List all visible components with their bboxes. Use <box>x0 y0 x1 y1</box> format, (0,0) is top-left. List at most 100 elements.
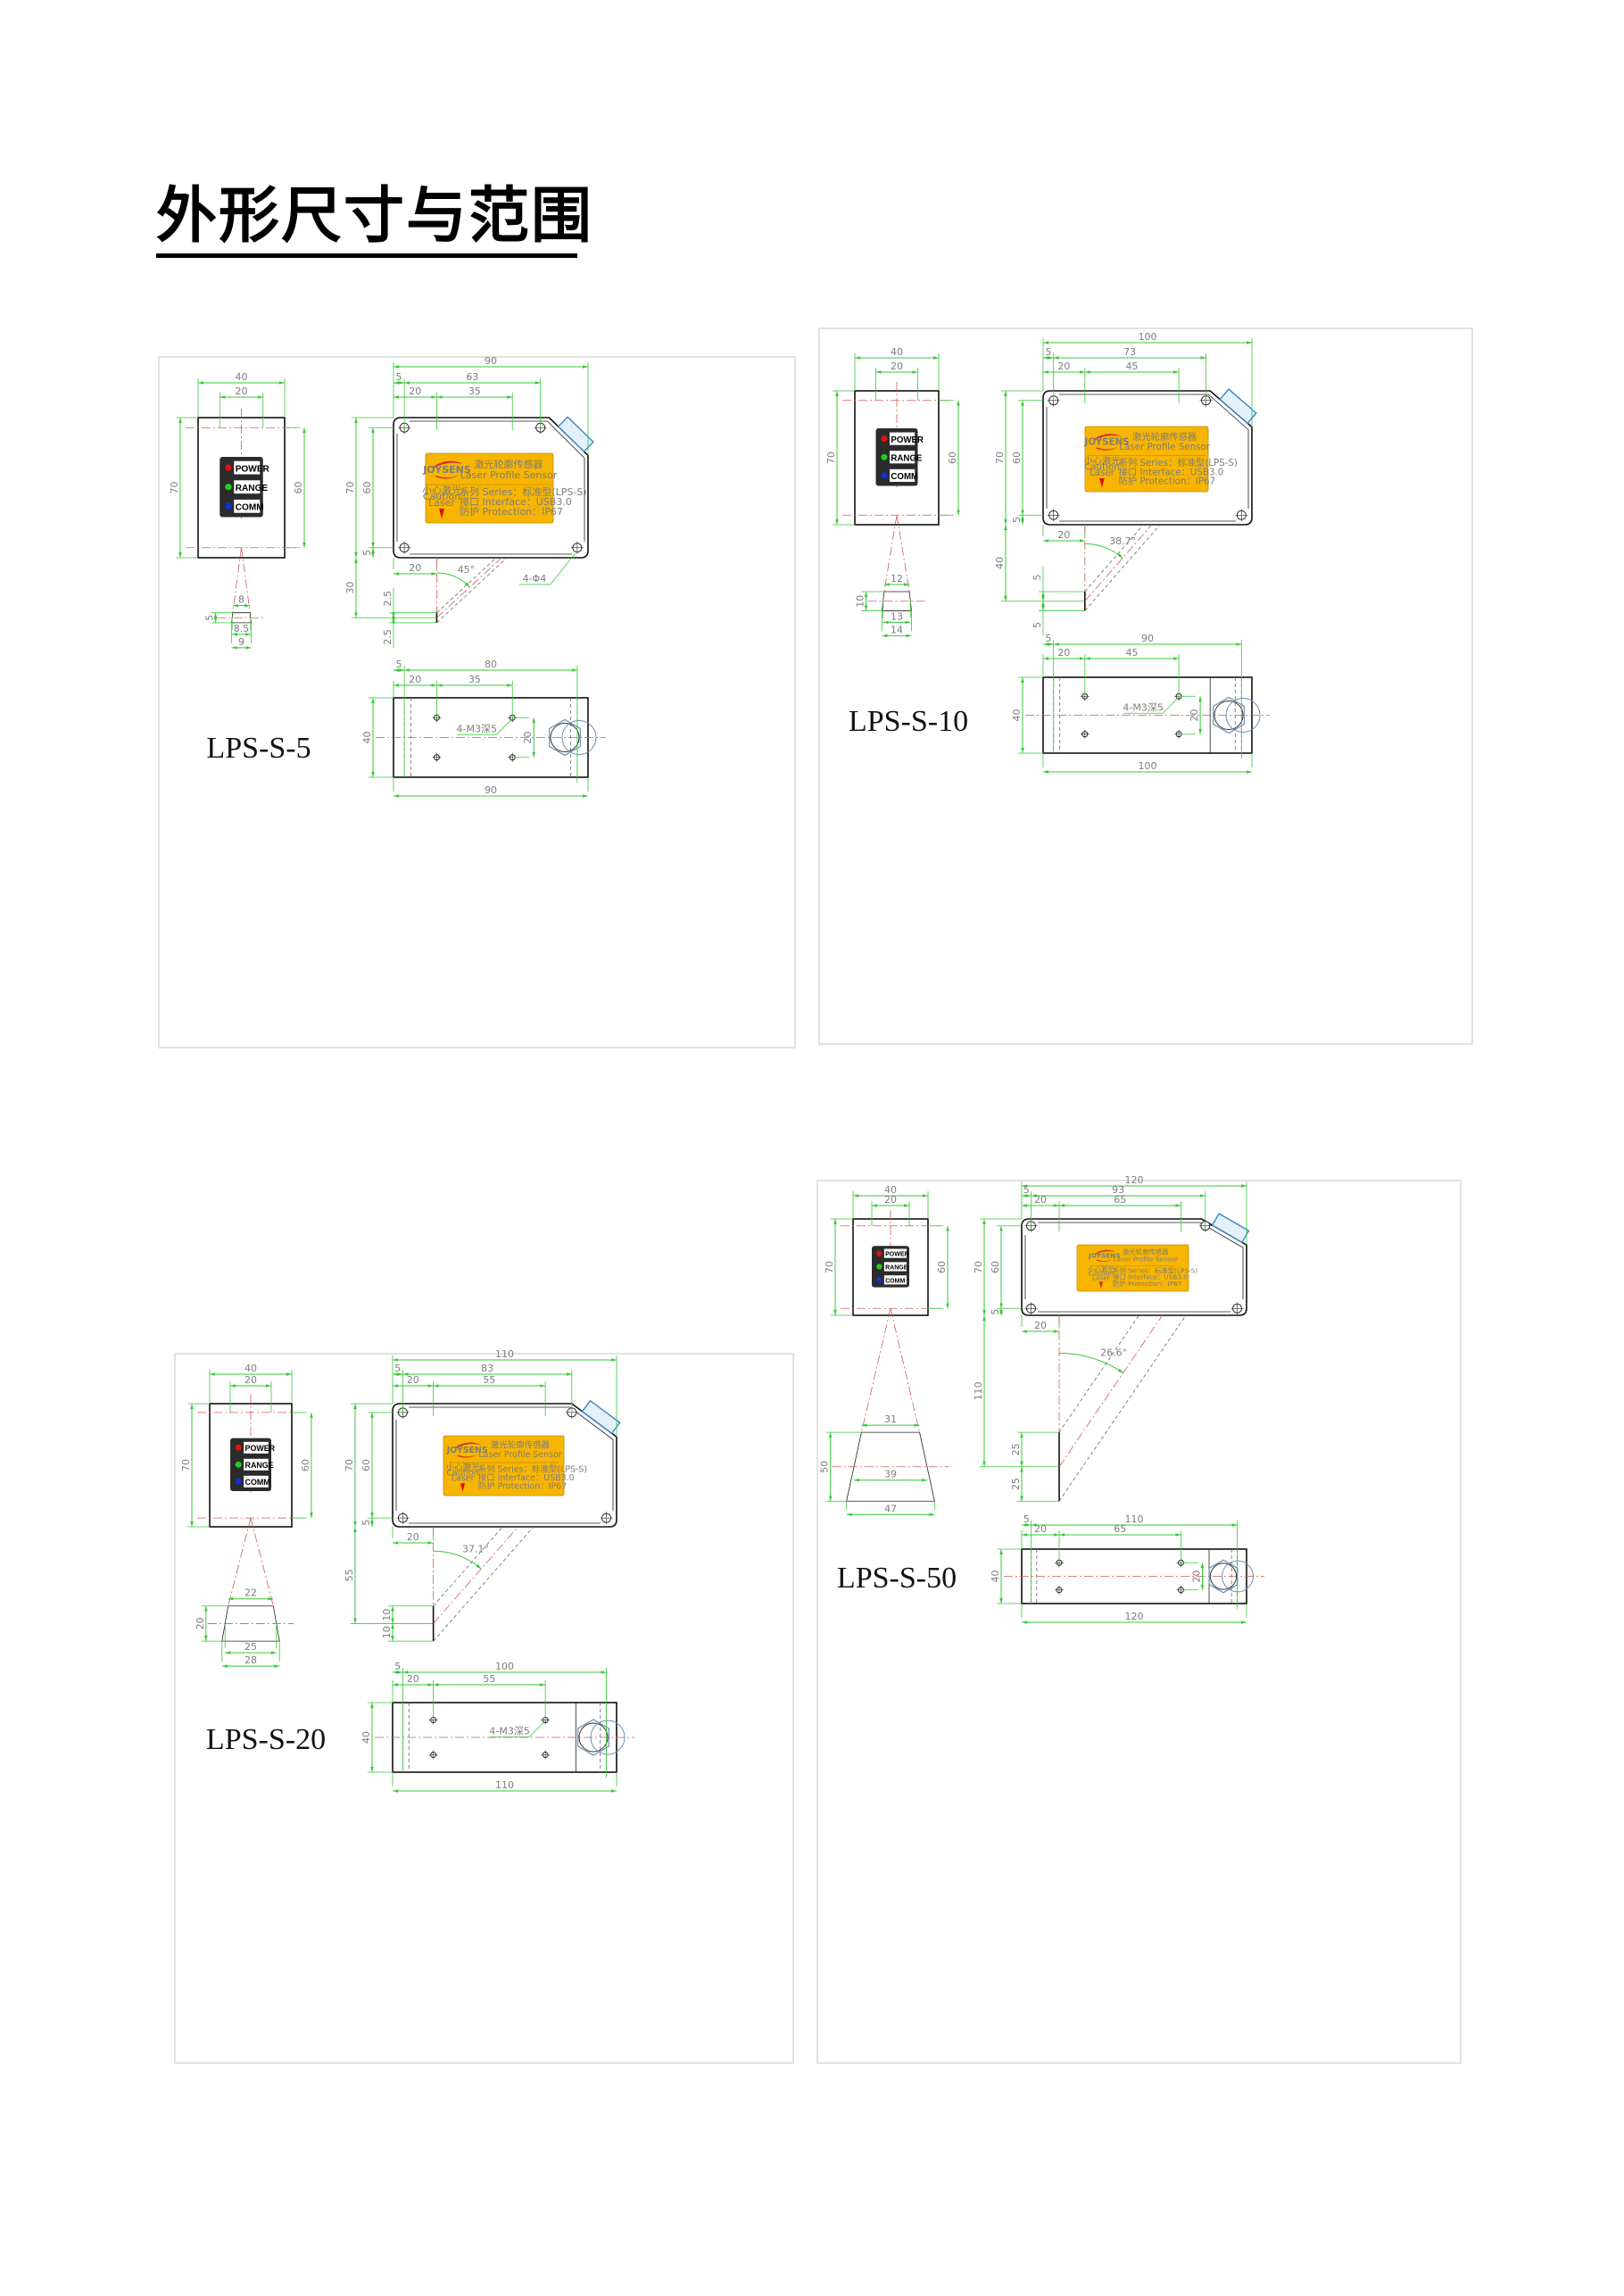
mounting-hole <box>570 541 584 554</box>
bottom-x2-dim-label: 35 <box>468 674 481 685</box>
receiving-beam <box>1058 1314 1187 1502</box>
cable-connector <box>581 1399 621 1435</box>
side-range-b-dim-label: 5 <box>1032 622 1043 628</box>
indicator-label-comm: COMM <box>245 1478 270 1487</box>
plate-title-cn: 激光轮廓传感器 <box>1123 1248 1169 1256</box>
connector-thread <box>578 1722 609 1753</box>
beam-range-dim: 5 <box>204 612 233 624</box>
side-hole-span-dim-label: 93 <box>1112 1184 1124 1196</box>
panel-border <box>174 1353 794 2064</box>
side-range-a-dim: 2.5 <box>382 587 437 618</box>
side-range-b-dim-label: 2.5 <box>382 629 394 645</box>
plate-series: 系列 Series：标准型(LPS-S) <box>460 485 587 498</box>
screw-hole <box>1080 729 1090 739</box>
receiving-beam <box>433 1526 503 1606</box>
indicator-label-bg <box>883 1262 907 1272</box>
side-angle-label: 45° <box>458 564 476 576</box>
side-range-a-dim-label: 10 <box>381 1609 393 1621</box>
receiving-beam <box>436 557 502 618</box>
bottom-x1-dim-label: 20 <box>407 1673 419 1685</box>
indicator-label-power: POWER <box>236 464 270 474</box>
brand-logo-icon <box>1093 434 1123 451</box>
laser-warning-icon <box>439 509 444 518</box>
connector-hex-nut <box>1213 696 1245 734</box>
side-offset-dim-label: 5 <box>1023 1184 1030 1196</box>
thread-leader <box>1123 698 1178 714</box>
indicator-label-bg <box>244 1458 269 1471</box>
side-range-a-dim-label: 25 <box>1010 1443 1022 1455</box>
side-length-dim: 100 <box>1042 331 1253 427</box>
bottom-x1-dim: 20 <box>393 674 437 718</box>
side-length-dim-label: 120 <box>1125 1174 1144 1186</box>
indicator-led-comm <box>876 1277 882 1283</box>
laser-fan-edge <box>861 1308 891 1433</box>
beam-near-width-dim-label: 8 <box>238 594 244 606</box>
beam-range-dim: 10 <box>855 591 884 611</box>
mounting-hole <box>396 1405 410 1419</box>
receiving-beam <box>1084 524 1161 611</box>
side-laser-x-dim: 20 <box>1043 361 1086 403</box>
side-mount-span-dim: 55 <box>433 1374 546 1416</box>
indicator-label-range: RANGE <box>891 453 923 463</box>
side-height-dim-label: 70 <box>344 482 356 494</box>
brand-logo-icon <box>454 1442 482 1458</box>
front-height-dim: 70 <box>180 1403 210 1528</box>
angle-arc <box>1084 543 1123 559</box>
laser-warning-icon <box>460 1483 466 1492</box>
side-laser-x-dim: 20 <box>394 385 437 430</box>
front-width-dim: 40 <box>852 1184 929 1219</box>
side-mount-span-dim-label: 35 <box>468 385 481 397</box>
receiving-beam <box>1058 1314 1164 1467</box>
laser-fan-edge <box>890 1308 920 1433</box>
side-standoff-dim-label: 30 <box>344 582 356 594</box>
laser-fan-edge <box>241 547 251 613</box>
bottom-x2-dim: 45 <box>1084 647 1180 697</box>
front-inner-dim: 20 <box>871 1194 910 1226</box>
cable-connector <box>1219 388 1257 425</box>
caution-cn: 小心激光 <box>1088 1265 1114 1273</box>
side-length-dim: 90 <box>393 355 589 456</box>
laser-fan-edge <box>228 1518 252 1606</box>
product-label-plate <box>425 452 554 524</box>
connector-hex-nut <box>577 1719 609 1756</box>
beam-far-width-dim: 47 <box>846 1501 935 1517</box>
front-inner-dim-label: 20 <box>244 1374 257 1386</box>
indicator-led-comm <box>225 502 232 510</box>
laser-fan-edge <box>232 547 242 613</box>
page-title: 外形尺寸与范围 <box>156 181 594 252</box>
side-length-dim-label: 90 <box>485 355 497 367</box>
connector-hex-nut <box>549 718 581 757</box>
mounting-hole <box>398 421 411 435</box>
bottom-length-dim-label: 110 <box>495 1779 514 1791</box>
bottom-height-dim: 40 <box>990 1548 1022 1604</box>
bottom-offset-dim-label: 5 <box>394 1661 401 1672</box>
beam-range-dim-label: 5 <box>204 615 216 621</box>
front-inner-dim-label: 20 <box>884 1194 897 1206</box>
laser-fan-edge <box>883 515 898 593</box>
front-inner-dim-label: 20 <box>236 385 248 397</box>
side-laser-x2-dim: 20 <box>393 558 437 576</box>
panel-border <box>818 327 1473 1045</box>
bottom-hole-spacing-dim: 20 <box>512 717 536 758</box>
side-offset-dim-label: 5 <box>396 371 402 383</box>
mounting-hole <box>396 1512 410 1525</box>
plate-interface: 接口 Interface：USB3.0 <box>1113 1273 1188 1281</box>
brand-name: JOYSENS <box>1088 1252 1121 1260</box>
bottom-hole-spacing-dim: 20 <box>1179 695 1202 735</box>
side-edge-dim: 5 <box>360 1518 374 1527</box>
panel-border <box>816 1180 1462 2064</box>
side-laser-x2-dim: 20 <box>392 1527 435 1545</box>
side-laser-x2-dim: 20 <box>1042 525 1086 543</box>
beam-mid-width-dim-label: 39 <box>884 1469 897 1480</box>
indicator-label-bg <box>890 468 916 482</box>
caution-en: Laser <box>452 1474 475 1484</box>
indicator-led-range <box>881 453 888 460</box>
mounting-hole <box>1024 1302 1038 1315</box>
bottom-height-dim-label: 40 <box>360 1731 372 1744</box>
bottom-hole-spacing-dim-label: 20 <box>1191 1571 1203 1583</box>
laser-warning-icon <box>1098 1281 1103 1289</box>
bottom-span-dim: 80 <box>404 659 578 783</box>
